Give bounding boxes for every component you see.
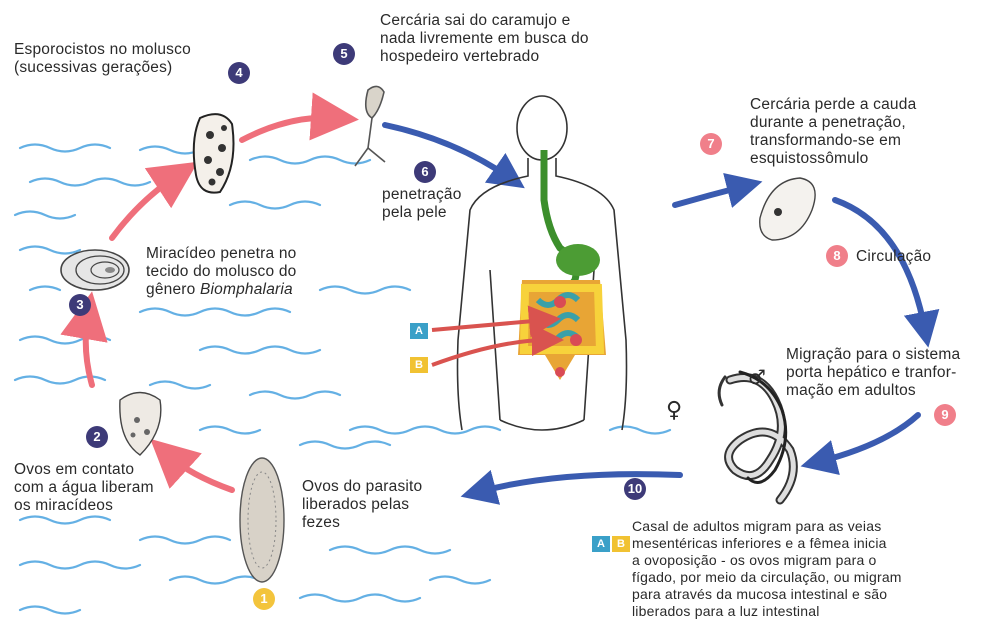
sporocyst-drawing	[192, 113, 235, 194]
snail-cycle-arrows	[60, 92, 359, 493]
snail-drawing	[60, 249, 130, 291]
male-symbol-icon: ♂	[748, 365, 767, 389]
adult-worms-drawing	[717, 370, 798, 505]
genus-name: Biomphalaria	[199, 281, 293, 298]
step-1-badge: 1	[253, 588, 275, 610]
step-8-badge: 8	[826, 245, 848, 267]
site-pointer-lines	[431, 305, 564, 367]
step-7-badge: 7	[700, 133, 722, 155]
step-5-badge: 5	[333, 43, 355, 65]
schistosomulum-drawing	[759, 177, 816, 241]
site-a-tag: A	[410, 323, 428, 339]
step-9-badge: 9	[934, 404, 956, 426]
cercaria-drawing	[354, 85, 386, 167]
step-4-label: Esporocistos no molusco(sucessivas geraç…	[14, 41, 191, 76]
egg-drawing	[239, 457, 285, 583]
digestive-tract	[518, 150, 606, 380]
miracidium-drawing	[119, 391, 162, 456]
step-6-badge: 6	[414, 161, 436, 183]
site-b-tag: B	[410, 357, 428, 373]
step-8-label: Circulação	[856, 248, 932, 265]
step-3-badge: 3	[69, 294, 91, 316]
site-b-tag-legend: B	[612, 536, 630, 552]
human-body	[456, 95, 628, 431]
step-2-badge: 2	[86, 426, 108, 448]
female-symbol-icon: ♀	[666, 398, 683, 423]
step-4-badge: 4	[228, 62, 250, 84]
step-10-badge: 10	[624, 478, 646, 500]
water-waves	[13, 143, 672, 615]
site-a-tag-legend: A	[592, 536, 610, 552]
human-cycle-arrows	[382, 122, 940, 505]
